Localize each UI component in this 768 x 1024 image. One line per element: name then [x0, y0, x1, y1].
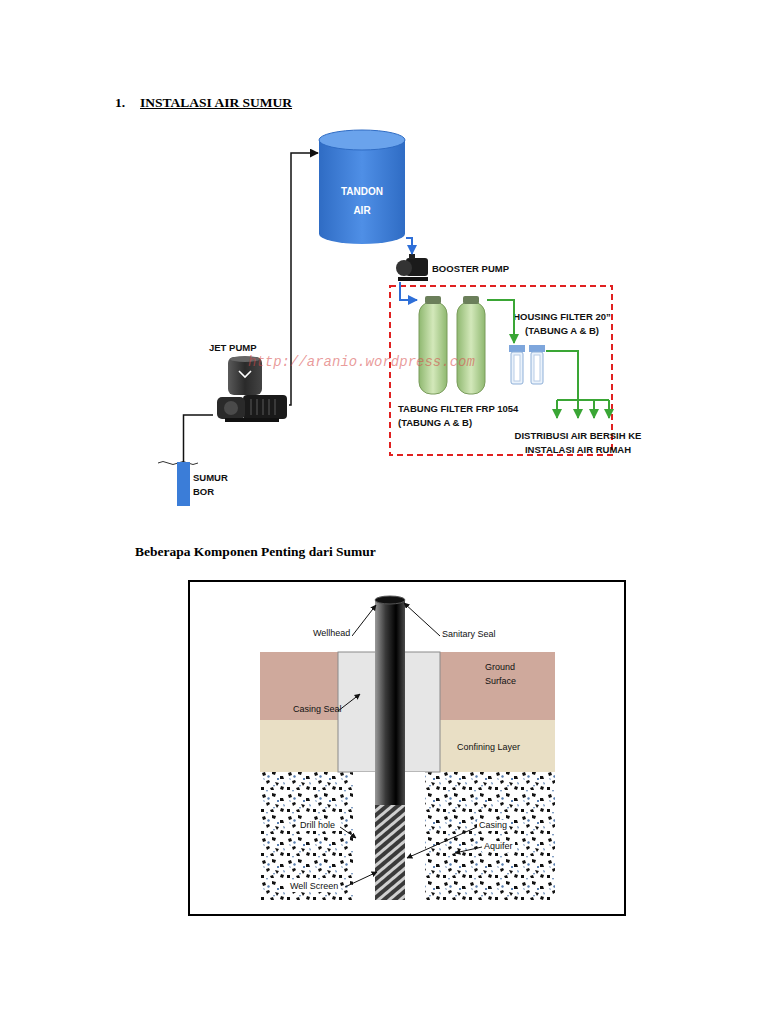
filter-cartridge	[534, 355, 540, 381]
brand-mark	[239, 371, 251, 377]
node-label: BOOSTER PUMP	[432, 262, 509, 276]
well-bore: SUMUR BOR	[177, 462, 190, 506]
pipe-connector	[184, 415, 214, 462]
pipe-connector	[546, 351, 578, 418]
node-label: JET PUMP	[209, 341, 257, 355]
tank-body	[319, 140, 405, 244]
part-label: Casing	[477, 820, 509, 831]
water-tank: TANDON AIR	[318, 128, 406, 246]
node-label: HOUSING FILTER 20” (TABUNG A & B)	[504, 310, 620, 338]
part-label: Wellhead	[311, 628, 352, 639]
part-label: Casing Seal	[291, 704, 344, 715]
housing-body	[511, 352, 523, 384]
part-label: Well Screen	[288, 881, 340, 892]
housing-cap	[509, 345, 525, 352]
subsection-heading: Beberapa Komponen Penting dari Sumur	[135, 544, 376, 560]
pump-head	[217, 397, 245, 419]
node-label: SUMUR BOR	[193, 471, 239, 499]
pipe-connector	[487, 300, 514, 343]
pump-base	[398, 277, 428, 281]
leader-arrow	[404, 603, 440, 636]
pump-base	[225, 418, 279, 422]
well-illustration	[189, 581, 625, 915]
booster-pump: BOOSTER PUMP	[394, 254, 430, 282]
pipe-connector	[400, 282, 417, 300]
casing-pipe	[375, 600, 405, 900]
filter-cartridge	[514, 355, 520, 381]
branch-pipe	[557, 399, 609, 401]
branch-arrow	[556, 400, 558, 418]
distribution-branches	[557, 400, 609, 418]
tank-pair	[417, 296, 487, 396]
pump-impeller	[224, 401, 238, 415]
filter-housings: HOUSING FILTER 20” (TABUNG A & B)	[508, 343, 546, 387]
distribution-target: DISTRIBUSI AIR BERSIH KE INSTALASI AIR R…	[503, 418, 653, 464]
section-number: 1.	[115, 95, 125, 111]
housing-body	[531, 352, 543, 384]
watermark: http://aranio.wordpress.com	[248, 354, 475, 370]
leader-arrow	[352, 605, 376, 636]
node-label: DISTRIBUSI AIR BERSIH KE INSTALASI AIR R…	[503, 429, 653, 457]
section-heading: INSTALASI AIR SUMUR	[140, 95, 292, 111]
layer-label: Aquifer	[482, 841, 515, 852]
layer-label: Ground Surface	[483, 660, 531, 688]
tank-valve	[425, 296, 441, 304]
aquifer-layer	[260, 772, 555, 900]
figure-frame	[189, 581, 625, 915]
tank-top	[319, 130, 405, 150]
pipe-connector	[406, 238, 412, 254]
node-label: TABUNG FILTER FRP 1054 (TABUNG A & B)	[398, 402, 548, 430]
wellhead-top	[375, 596, 405, 604]
pump-head	[396, 260, 412, 276]
filter-tank	[457, 302, 485, 394]
leader-arrow	[345, 872, 377, 887]
leader-arrow	[340, 827, 356, 838]
well-screen	[375, 805, 405, 900]
filter-tanks: TABUNG FILTER FRP 1054 (TABUNG A & B)	[417, 296, 487, 396]
part-label: Drill hole	[298, 820, 337, 831]
pump-motor	[243, 395, 287, 419]
filter-tank	[419, 302, 447, 394]
branch-arrow	[593, 400, 595, 418]
pump-outlet	[409, 254, 415, 259]
housing-pair	[508, 343, 546, 387]
housing-cap	[529, 345, 545, 352]
motor-ribs	[251, 399, 275, 415]
part-label: Sanitary Seal	[440, 629, 498, 640]
tank-valve	[463, 296, 479, 304]
leader-arrow	[455, 847, 482, 853]
pump-symbol	[394, 254, 430, 282]
node-label: TANDON AIR	[332, 182, 392, 220]
leader-arrow	[407, 827, 477, 858]
branch-arrow	[608, 400, 610, 418]
layer-label: Confining Layer	[455, 742, 522, 753]
